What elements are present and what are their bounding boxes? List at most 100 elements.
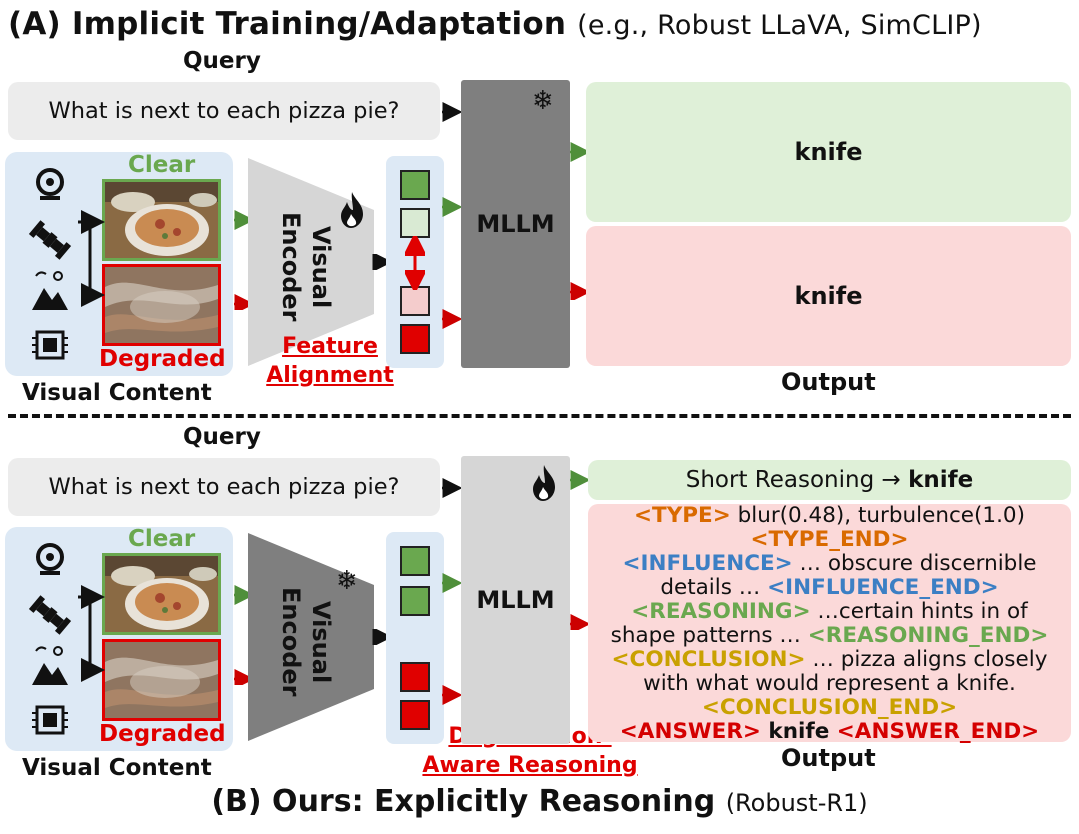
output-label-a: Output: [781, 368, 876, 396]
feature-degraded-1-b: [400, 662, 430, 692]
degraded-label-b: Degraded: [99, 721, 226, 747]
output-clear-a: knife: [586, 82, 1071, 222]
feature-degraded-1-a: [400, 286, 430, 316]
influence-tag: <INFLUENCE>: [622, 551, 793, 576]
section-divider: [8, 414, 1071, 418]
pizza-clear-image-b: [105, 556, 218, 632]
connector-b: [78, 585, 105, 682]
reasoning-end-tag: <REASONING_END>: [807, 623, 1049, 648]
long-reasoning-output: [588, 504, 1071, 742]
answer-end-tag: <ANSWER_END>: [836, 719, 1040, 744]
reasoning-text-2: shape patterns …: [610, 623, 808, 648]
to-mllm-arrows-b: [442, 478, 463, 705]
webcam-icon: [36, 168, 64, 200]
to-output-arrows-a: [570, 142, 591, 300]
reasoning-line-conclusion: <CONCLUSION> … pizza aligns closely: [590, 648, 1069, 672]
short-reasoning-answer: knife: [908, 467, 974, 493]
reasoning-line-type-end: <TYPE_END>: [590, 528, 1069, 552]
output-degraded-a: knife: [586, 226, 1071, 366]
mllm-block-b: MLLM: [461, 456, 570, 744]
query-label-a: Query: [183, 48, 261, 74]
type-end-tag: <TYPE_END>: [750, 527, 909, 552]
fire-icon: [341, 192, 363, 228]
visual-content-label-b: Visual Content: [22, 755, 212, 781]
feature-degraded-2-b: [400, 700, 430, 730]
reasoning-line-conclusion-end: <CONCLUSION_END>: [590, 696, 1069, 720]
reasoning-line-influence-2: details … <INFLUENCE_END>: [590, 576, 1069, 600]
title-a-main: (A) Implicit Training/Adaptation: [8, 6, 567, 42]
feature-label-line1: Feature: [282, 334, 378, 359]
reasoning-line-answer: <ANSWER> knife <ANSWER_END>: [590, 720, 1069, 744]
reasoning-label-line2: Aware Reasoning: [422, 753, 638, 778]
reasoning-text: <TYPE> blur(0.48), turbulence(1.0) <TYPE…: [590, 504, 1069, 744]
title-b-sub: (Robust-R1): [725, 789, 868, 817]
mllm-block-a: MLLM: [461, 80, 570, 368]
influence-end-tag: <INFLUENCE_END>: [767, 575, 999, 600]
answer-tag: <ANSWER>: [619, 719, 761, 744]
snowflake-icon: ❄: [532, 86, 554, 116]
influence-text2: details …: [660, 575, 768, 600]
visual-encoder-a: [248, 158, 374, 366]
alignment-arrow-a: [405, 236, 425, 290]
to-mllm-arrows-a: [442, 102, 463, 329]
reasoning-line-reasoning: <REASONING> …certain hints in of: [590, 600, 1069, 624]
satellite-icon: [28, 220, 72, 260]
conclusion-tag: <CONCLUSION>: [611, 647, 806, 672]
chip-icon: [32, 705, 68, 735]
answer-text: knife: [760, 719, 837, 744]
degraded-image-b: [102, 639, 221, 721]
to-output-arrows-b: [570, 470, 591, 630]
query-box-a: What is next to each pizza pie?: [8, 82, 440, 140]
title-b-main: (B) Ours: Explicitly Reasoning: [211, 784, 716, 819]
clear-label-b: Clear: [128, 526, 196, 552]
degraded-image-a: [102, 264, 221, 346]
degraded-label-a: Degraded: [99, 346, 226, 372]
influence-text: … obscure discernible: [792, 551, 1037, 576]
clear-image-b: [102, 553, 221, 635]
title-b: (B) Ours: Explicitly Reasoning (Robust-R…: [0, 784, 1079, 819]
webcam-icon: [36, 543, 64, 575]
landscape-icon: [32, 646, 68, 685]
short-reasoning-prefix: Short Reasoning →: [685, 467, 901, 493]
visual-content-label-a: Visual Content: [22, 380, 212, 406]
modality-icons-a: [28, 160, 72, 360]
type-tag: <TYPE>: [634, 503, 731, 528]
chip-icon: [32, 330, 68, 360]
query-box-b: What is next to each pizza pie?: [8, 458, 440, 516]
type-text: blur(0.48), turbulence(1.0): [730, 503, 1025, 528]
feature-clear-2-a: [400, 208, 430, 238]
clear-label-a: Clear: [128, 152, 196, 178]
landscape-icon: [32, 271, 68, 310]
reasoning-text-1: …certain hints in of: [810, 599, 1028, 624]
pizza-degraded-image-b: [105, 642, 218, 718]
reasoning-line-reasoning-2: shape patterns … <REASONING_END>: [590, 624, 1069, 648]
mllm-label-b: MLLM: [476, 586, 555, 614]
output-label-b: Output: [781, 744, 876, 772]
mllm-label-a: MLLM: [476, 210, 555, 238]
feature-degraded-2-a: [400, 324, 430, 354]
visual-encoder-b: [248, 533, 374, 741]
pizza-degraded-image-a: [105, 267, 218, 343]
reasoning-tag: <REASONING>: [631, 599, 811, 624]
reasoning-line-conclusion-2: with what would represent a knife.: [590, 672, 1069, 696]
clear-image-a: [102, 179, 221, 261]
title-a: (A) Implicit Training/Adaptation (e.g., …: [8, 6, 982, 42]
encoder-label-a-wrap: Visual Encoder: [268, 202, 344, 332]
reasoning-line-influence: <INFLUENCE> … obscure discernible: [590, 552, 1069, 576]
feature-clear-1-b: [400, 546, 430, 576]
conclusion-text2: with what would represent a knife.: [643, 671, 1016, 696]
conclusion-end-tag: <CONCLUSION_END>: [701, 695, 958, 720]
pizza-clear-image-a: [105, 182, 218, 258]
encoder-label-a: Visual Encoder: [277, 212, 335, 322]
satellite-icon: [28, 595, 72, 635]
reasoning-line-type: <TYPE> blur(0.48), turbulence(1.0): [590, 504, 1069, 528]
modality-icons-b: [28, 535, 72, 735]
encoder-label-b: Visual Encoder: [277, 587, 335, 697]
query-label-b: Query: [183, 424, 261, 450]
feature-alignment-label[interactable]: Feature Alignment: [262, 332, 398, 390]
snowflake-icon: ❄: [336, 566, 358, 596]
title-a-sub: (e.g., Robust LLaVA, SimCLIP): [577, 10, 982, 41]
short-reasoning-output: Short Reasoning → knife: [588, 460, 1071, 500]
feature-clear-1-a: [400, 170, 430, 200]
conclusion-text: … pizza aligns closely: [805, 647, 1048, 672]
